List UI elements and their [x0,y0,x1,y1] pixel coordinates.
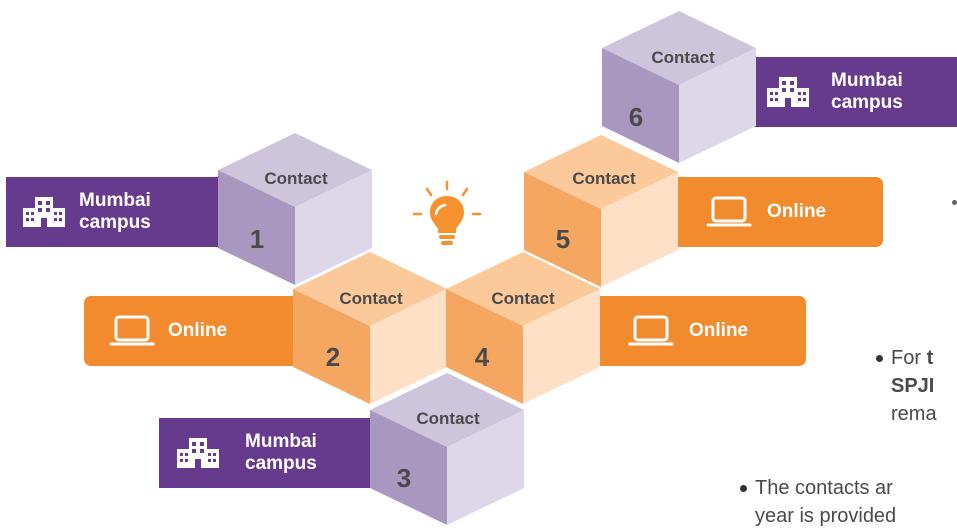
bullet-line-2: year is provided [755,505,897,527]
tag-text-line1: Mumbai [79,190,151,211]
tag-online-5: Online [668,177,883,247]
decorative-dot [952,200,957,205]
tag-text: Online [689,320,749,341]
bullet-dot [740,485,747,492]
bullet-line-1: The contacts ar [755,477,893,499]
bullet-item-1: For t SPJI rema [876,344,957,428]
laptop-icon [628,314,674,348]
building-icon [767,75,809,109]
building-icon [177,436,219,470]
bullet-text: For t SPJI rema [891,344,937,428]
tag-text: Online [767,201,827,222]
bullet-dot [876,355,883,362]
tag-text: Online [168,320,228,341]
cube-number: 4 [475,342,490,372]
lightbulb-icon [412,180,482,257]
cube-label: Contact [572,169,636,188]
tag-online-4: Online [590,296,806,366]
bullet-bold-2: SPJI [891,375,935,397]
tag-text-line2: campus [245,453,317,474]
bullet-text: The contacts ar year is provided [755,474,896,530]
building-icon [23,195,65,229]
cube-number: 3 [397,463,411,493]
tag-text-line2: campus [79,212,151,233]
cube-label: Contact [264,169,328,188]
cube-label: Contact [491,289,555,308]
tag-text-line1: Mumbai [245,431,317,452]
bullet-prefix: For [891,347,927,369]
cube-number: 6 [629,102,643,132]
tag-mumbai-campus-3: Mumbai campus [159,418,377,488]
cube-number: 5 [556,224,570,254]
tag-text-line1: Mumbai [831,70,903,91]
bullet-item-2: The contacts ar year is provided [740,474,957,530]
cube-label: Contact [416,409,480,428]
tag-text-line2: campus [831,92,903,113]
bullet-line-3: rema [891,403,937,425]
tag-mumbai-campus-1: Mumbai campus [6,177,218,247]
cube-number: 1 [250,224,264,254]
cube-number: 2 [326,342,340,372]
cube-label: Contact [339,289,403,308]
tag-mumbai-campus-6: Mumbai campus [753,57,957,127]
laptop-icon [109,314,155,348]
tag-online-2: Online [84,296,299,366]
cube-label: Contact [651,48,715,67]
laptop-icon [706,195,752,229]
bullet-bold-1: t [926,347,934,369]
